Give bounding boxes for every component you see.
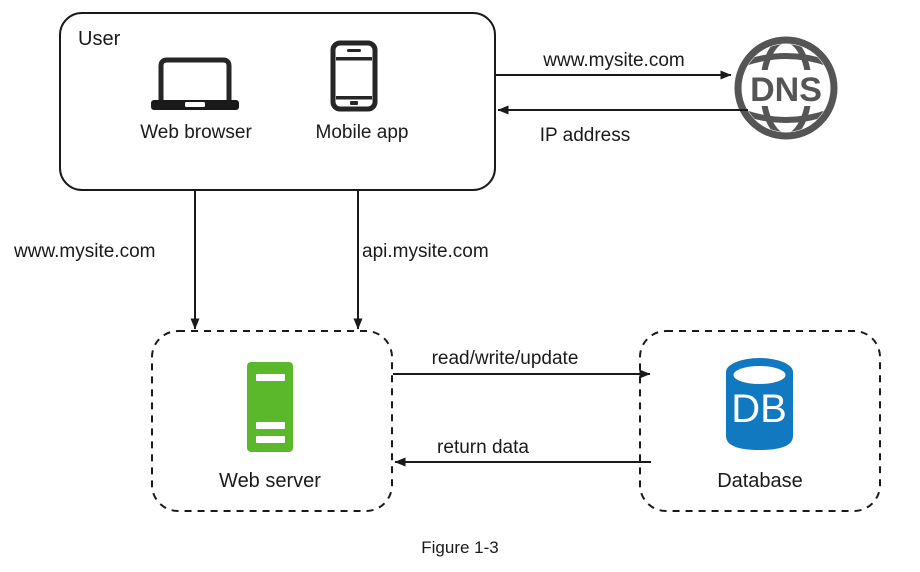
web-browser-label: Web browser <box>140 122 252 143</box>
edge-app-to-server-label: api.mysite.com <box>362 241 489 262</box>
web-server-label: Web server <box>219 470 321 492</box>
smartphone-icon <box>330 40 378 112</box>
web-server-box <box>151 330 393 512</box>
mobile-app-label: Mobile app <box>316 122 409 143</box>
database-label: Database <box>717 470 803 492</box>
user-group-box <box>59 12 496 191</box>
figure-caption: Figure 1-3 <box>421 538 498 557</box>
laptop-icon <box>151 57 239 110</box>
edge-user-to-dns-label: www.mysite.com <box>542 50 684 71</box>
database-icon-label: DB <box>731 387 787 431</box>
edge-db-to-server-label: return data <box>437 437 529 458</box>
edge-dns-to-user-label: IP address <box>540 125 630 146</box>
database-box <box>639 330 881 512</box>
edge-server-to-db-label: read/write/update <box>432 348 579 369</box>
user-group-label: User <box>78 28 121 50</box>
server-tower-icon <box>247 362 293 452</box>
database-cylinder-icon: DB <box>726 358 793 450</box>
edge-browser-to-server-label: www.mysite.com <box>13 241 155 262</box>
dns-label: DNS <box>750 71 822 109</box>
